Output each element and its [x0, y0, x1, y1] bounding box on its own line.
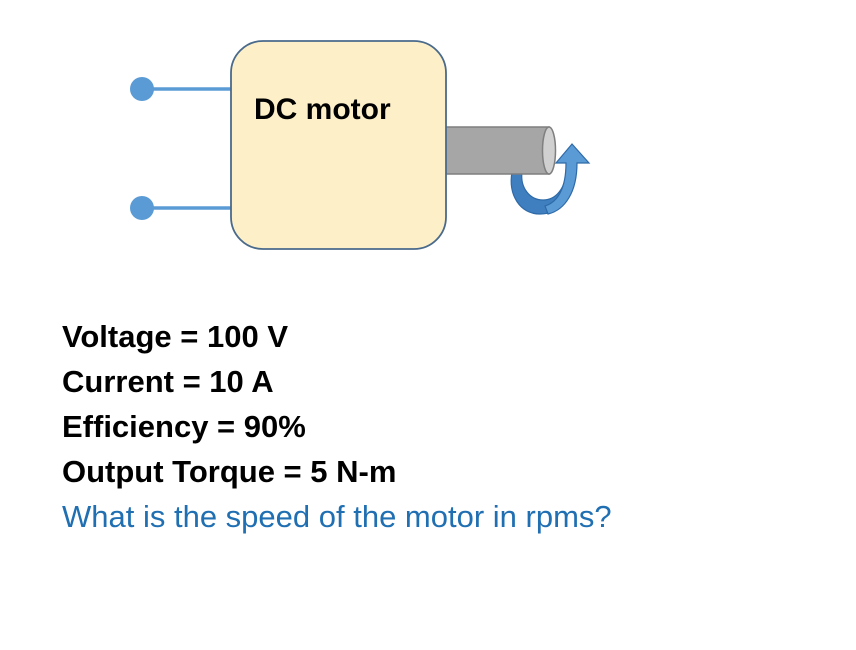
- voltage-spec: Voltage = 100 V: [62, 319, 289, 354]
- motor-shaft: [442, 126, 550, 175]
- bottom-terminal: [130, 196, 154, 220]
- motor-label: DC motor: [254, 93, 391, 126]
- current-spec: Current = 10 A: [62, 364, 274, 399]
- torque-spec: Output Torque = 5 N-m: [62, 454, 397, 489]
- motor-body: [230, 40, 447, 250]
- rotation-arrow-front: [544, 143, 591, 215]
- dc-motor-diagram: DC motor: [130, 40, 591, 250]
- shaft-end: [541, 126, 557, 175]
- question-text: What is the speed of the motor in rpms?: [62, 499, 612, 534]
- top-terminal: [130, 77, 154, 101]
- motor-specifications: Voltage = 100 V Current = 10 A Efficienc…: [62, 314, 612, 539]
- efficiency-spec: Efficiency = 90%: [62, 409, 306, 444]
